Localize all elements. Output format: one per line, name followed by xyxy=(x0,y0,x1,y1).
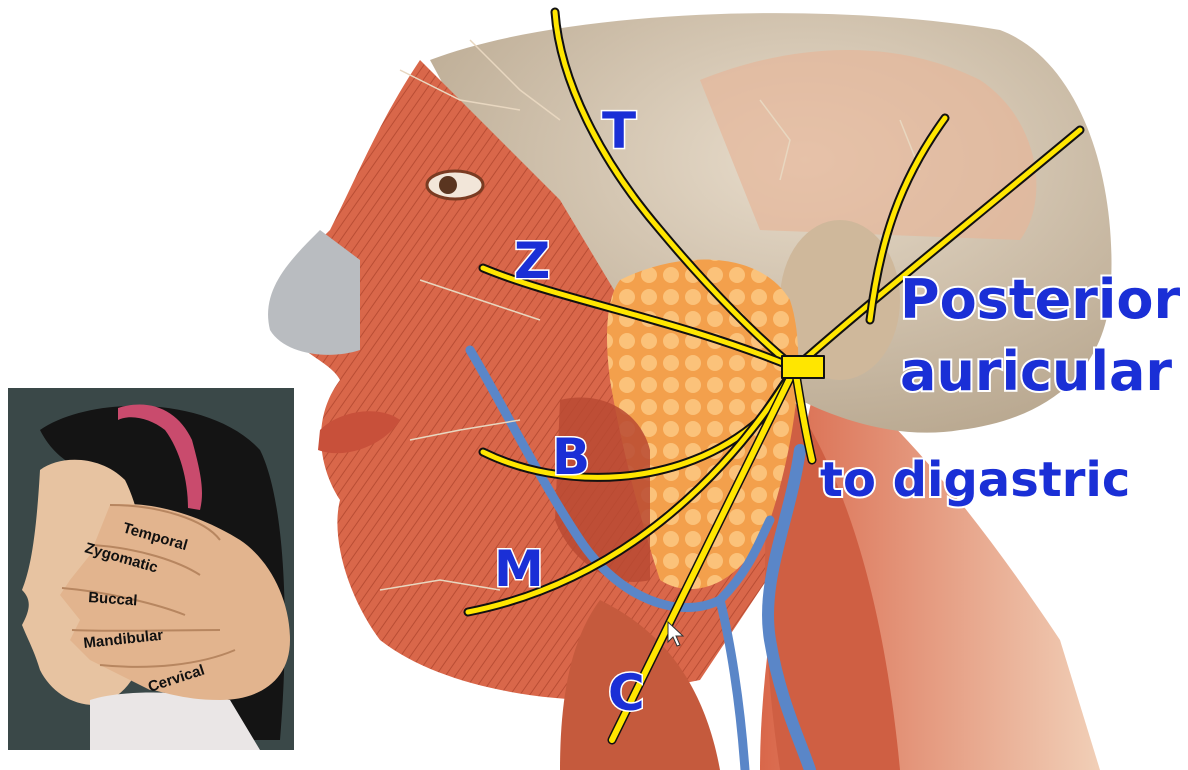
label-to-digastric: to digastric xyxy=(820,452,1130,508)
iris xyxy=(439,176,457,194)
label-zygomatic: Z xyxy=(514,232,550,290)
label-cervical: C xyxy=(608,664,645,722)
label-mandibular: M xyxy=(494,540,544,598)
finger-label-buccal: Buccal xyxy=(88,589,138,609)
inset-photo: Temporal Zygomatic Buccal Mandibular Cer… xyxy=(8,388,294,750)
label-auricular: auricular xyxy=(900,340,1172,403)
label-temporal: T xyxy=(602,102,636,160)
nerve-trunk xyxy=(782,356,824,378)
label-posterior: Posterior xyxy=(900,268,1180,331)
label-buccal: B xyxy=(552,428,590,486)
